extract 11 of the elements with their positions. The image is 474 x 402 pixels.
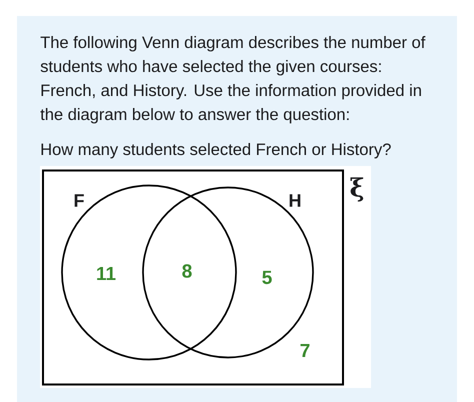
set-symbol: ξ [350, 177, 364, 202]
question-text: How many students selected French or History? [42, 143, 391, 158]
set-label: H [290, 194, 300, 207]
set-label: F [74, 194, 84, 207]
region-count: 5 [262, 270, 272, 284]
region-count: 7 [300, 344, 310, 358]
region-count: 11 [97, 266, 116, 280]
venn-circle [61, 184, 237, 360]
region-count: 8 [182, 264, 192, 278]
venn-circle [142, 186, 314, 358]
question-text: The following Venn diagram describes the number of students who have selected the given courses: French, and History. Use the information provided in the diagram below to answer the question: [40, 36, 426, 124]
